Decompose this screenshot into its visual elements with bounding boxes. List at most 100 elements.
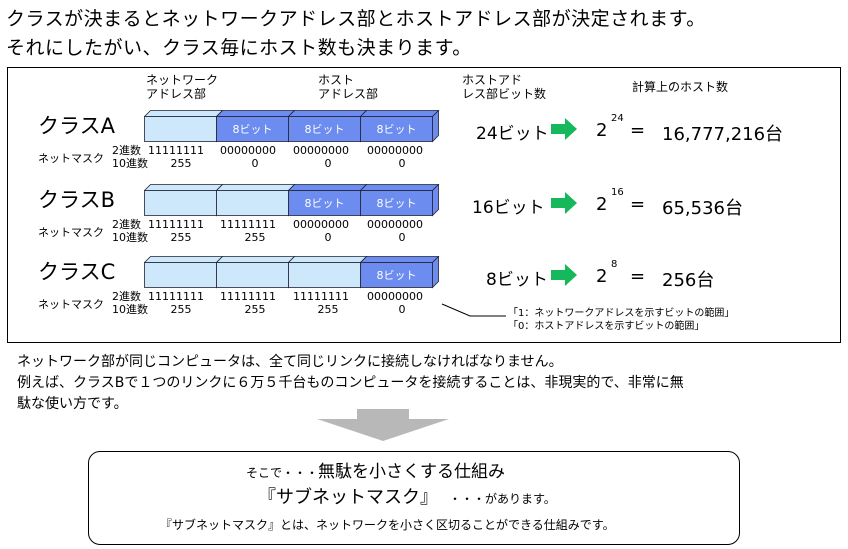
block-top-face bbox=[144, 256, 224, 263]
network-block bbox=[215, 184, 296, 217]
calc-equals: = bbox=[630, 120, 646, 141]
network-block bbox=[287, 256, 368, 289]
calc-base: 2 bbox=[596, 266, 608, 287]
calc-result: 16,777,216台 bbox=[662, 124, 784, 145]
note-pointer bbox=[441, 303, 506, 317]
host-block: 8ビット bbox=[359, 256, 440, 289]
host-bits: 8ビット bbox=[486, 270, 548, 290]
header-network-line1: ネットワーク bbox=[146, 73, 219, 87]
network-block bbox=[144, 184, 224, 217]
binary-octet: 11111111 bbox=[148, 290, 204, 303]
calc-base: 2 bbox=[596, 120, 608, 141]
binary-octet: 00000000 bbox=[367, 290, 423, 303]
binary-label: 2進数 bbox=[112, 218, 141, 231]
host-block: 8ビット bbox=[287, 110, 368, 143]
binary-octet: 00000000 bbox=[367, 218, 423, 231]
subnet-mask-box bbox=[88, 451, 740, 545]
binary-label: 2進数 bbox=[112, 144, 141, 157]
header-hostbits: ホストアド レス部ビット数 bbox=[462, 73, 546, 101]
block-front-face bbox=[288, 262, 361, 288]
block-top-face bbox=[144, 184, 224, 191]
block-front-face bbox=[216, 262, 289, 288]
header-host: ホスト アドレス部 bbox=[318, 73, 378, 101]
binary-octet: 00000000 bbox=[293, 218, 349, 231]
binary-octet: 11111111 bbox=[148, 144, 204, 157]
host-bits: 16ビット bbox=[472, 198, 545, 218]
box-line-1: そこで・・・無駄を小さくする仕組み bbox=[246, 457, 505, 482]
netmask-label: ネットマスク bbox=[38, 298, 104, 311]
box-line-1-small: そこで・・・ bbox=[246, 466, 319, 480]
box-line-1-big: 無駄を小さくする仕組み bbox=[318, 462, 506, 482]
header-hostbits-line1: ホストアド bbox=[462, 73, 523, 87]
binary-octet: 11111111 bbox=[148, 218, 204, 231]
netmask-label: ネットマスク bbox=[38, 226, 104, 239]
binary-octet: 11111111 bbox=[220, 290, 276, 303]
calc-exponent: 24 bbox=[611, 113, 624, 124]
decimal-octet: 0 bbox=[398, 231, 406, 244]
decimal-octet: 255 bbox=[170, 231, 192, 244]
decimal-octet: 255 bbox=[244, 231, 266, 244]
decimal-octet: 255 bbox=[317, 303, 339, 316]
decimal-label: 10進数 bbox=[112, 303, 148, 316]
decimal-octet: 0 bbox=[398, 303, 406, 316]
box-line-2: 『サブネットマスク』・・・があります。 bbox=[258, 483, 556, 509]
block-top-face bbox=[287, 256, 368, 263]
notes: 「1：ネットワークアドレスを示すビットの範囲」 「0：ホストアドレスを示すビット… bbox=[508, 307, 734, 333]
decimal-octet: 0 bbox=[251, 157, 259, 170]
block-top-face bbox=[215, 184, 296, 191]
binary-octet: 00000000 bbox=[293, 144, 349, 157]
block-top-face bbox=[144, 110, 224, 117]
title-line-1: クラスが決まるとネットワークアドレス部とホストアドレス部が決定されます。 bbox=[6, 8, 706, 30]
down-arrow-icon bbox=[317, 409, 449, 441]
box-line-3: 『サブネットマスク』とは、ネットワークを小さく区切ることができる仕組みです。 bbox=[160, 518, 615, 532]
right-arrow-icon bbox=[551, 264, 577, 286]
note-network-bits: 「1：ネットワークアドレスを示すビットの範囲」 bbox=[508, 308, 735, 319]
header-host-line2: アドレス部 bbox=[318, 87, 379, 101]
address-blocks: 8ビット bbox=[144, 256, 440, 289]
calc-result: 65,536台 bbox=[662, 198, 743, 219]
calc-exponent: 16 bbox=[611, 187, 624, 198]
decimal-octet: 255 bbox=[170, 303, 192, 316]
decimal-label: 10進数 bbox=[112, 231, 148, 244]
block-front-face bbox=[144, 262, 217, 288]
host-block: 8ビット bbox=[359, 110, 440, 143]
calc-equals: = bbox=[630, 194, 646, 215]
header-network: ネットワーク アドレス部 bbox=[146, 73, 218, 101]
decimal-octet: 0 bbox=[398, 157, 406, 170]
host-block: 8ビット bbox=[215, 110, 296, 143]
block-top-face bbox=[215, 110, 296, 117]
block-side-face bbox=[432, 110, 439, 143]
host-block: 8ビット bbox=[359, 184, 440, 217]
decimal-octet: 255 bbox=[244, 303, 266, 316]
title-line-2: それにしたがい、クラス毎にホスト数も決まります。 bbox=[6, 37, 472, 59]
host-bits: 24ビット bbox=[476, 124, 549, 144]
block-front-face bbox=[288, 116, 361, 142]
calc-base: 2 bbox=[596, 194, 608, 215]
binary-octet: 11111111 bbox=[293, 290, 349, 303]
binary-octet: 00000000 bbox=[367, 144, 423, 157]
header-network-line2: アドレス部 bbox=[146, 87, 207, 101]
header-hostbits-line2: レス部ビット数 bbox=[462, 87, 547, 101]
binary-octet: 00000000 bbox=[220, 144, 276, 157]
decimal-label: 10進数 bbox=[112, 157, 148, 170]
block-side-face bbox=[432, 184, 439, 217]
calc-exponent: 8 bbox=[611, 259, 618, 270]
class-name: クラスA bbox=[38, 114, 115, 138]
calc-equals: = bbox=[630, 266, 646, 287]
block-label: 8ビット bbox=[377, 123, 417, 136]
block-label: 8ビット bbox=[233, 123, 273, 136]
note-host-bits: 「0：ホストアドレスを示すビットの範囲」 bbox=[508, 321, 705, 332]
body-line-2: 例えば、クラスBで１つのリンクに６万５千台ものコンピュータを接続することは、非現… bbox=[17, 375, 684, 391]
block-top-face bbox=[359, 110, 440, 117]
block-label: 8ビット bbox=[305, 123, 345, 136]
block-front-face bbox=[216, 190, 289, 216]
block-front-face bbox=[360, 262, 433, 288]
netmask-label: ネットマスク bbox=[38, 152, 104, 165]
box-line-2-small: ・・・があります。 bbox=[449, 492, 556, 506]
block-label: 8ビット bbox=[377, 197, 417, 210]
right-arrow-icon bbox=[551, 192, 577, 214]
body-line-1: ネットワーク部が同じコンピュータは、全て同じリンクに接続しなければなりません。 bbox=[17, 354, 563, 370]
block-front-face bbox=[144, 190, 217, 216]
block-front-face bbox=[288, 190, 361, 216]
block-top-face bbox=[359, 256, 440, 263]
